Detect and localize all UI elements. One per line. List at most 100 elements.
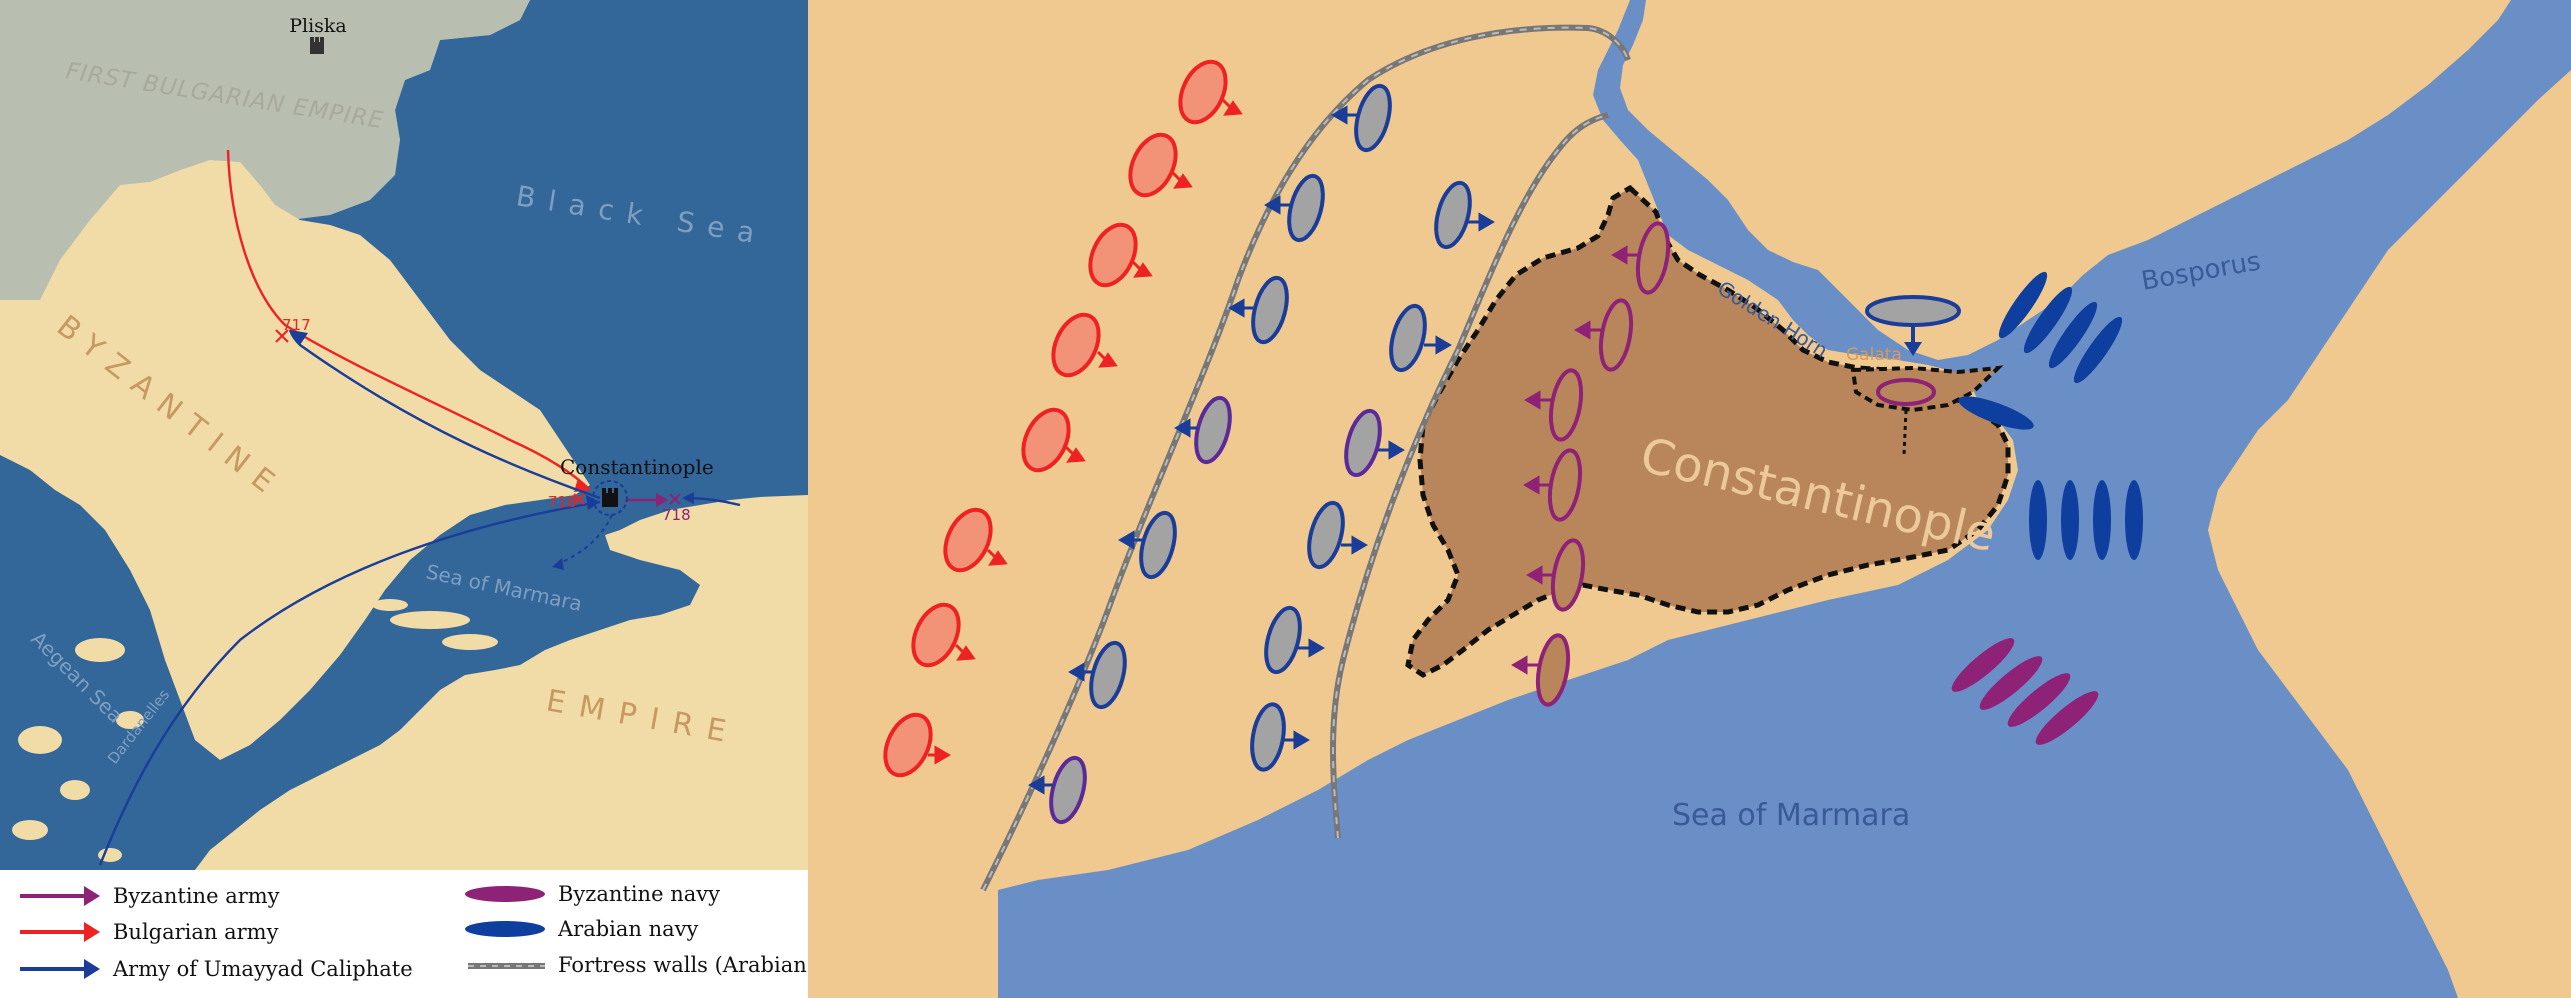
legend-item-bulgarian-army: Bulgarian army (20, 920, 279, 944)
umayyad-army-unit (1307, 500, 1345, 570)
umayyad-army-unit (1434, 180, 1472, 250)
fortress-wall-outer-dash (982, 26, 1629, 891)
umayyad-army-unit (1354, 83, 1392, 153)
bulgarian-army-unit (1178, 59, 1228, 125)
byzantine-army-unit (1548, 368, 1584, 442)
bulgarian-army-unit (943, 507, 993, 573)
svg-text:Byzantine navy: Byzantine navy (558, 882, 720, 906)
regional-map: Pliska FIRST BULGARIAN EMPIRE Black Sea … (0, 0, 808, 998)
byzantine-army-unit (1635, 221, 1671, 295)
bulgarian-army-units (883, 59, 1228, 778)
byzantine-navy-ship (2035, 691, 2099, 745)
aegean-island (12, 820, 48, 840)
aegean-island (60, 780, 90, 800)
bulgarian-army-route (226, 149, 591, 491)
umayyad-army-route-north (288, 329, 601, 500)
umayyad-army-arrowhead-south (586, 495, 600, 510)
byzantine-arrows (1511, 245, 1638, 675)
bulgarian-army-unit (1128, 132, 1178, 198)
bulgarian-army-unit (883, 712, 933, 778)
byzantine-army-unit (1535, 633, 1571, 707)
arabian-navy-ship (2073, 316, 2123, 384)
bulgarian-army-arrowhead (574, 478, 590, 492)
arabian-navy-ship (2023, 286, 2073, 354)
fortress-icon (602, 488, 618, 507)
umayyad-army-unit (1194, 395, 1232, 465)
arabian-navy-ships (1958, 271, 2143, 560)
byzantine-army-units (1535, 221, 1671, 707)
thrace-land (0, 160, 590, 760)
fortress-wall-inner-dash (1332, 114, 1609, 839)
umayyad-army-units (1049, 83, 1472, 825)
svg-text:Fortress walls (Arabian): Fortress walls (Arabian) (558, 953, 808, 977)
arabian-navy-ship (1958, 396, 2034, 430)
bulgarian-land-upper (0, 0, 530, 300)
siege-detail-svg: Constantinople Golden Horn Galata Bospor… (808, 0, 2571, 998)
bulgarian-army-unit (911, 602, 961, 668)
galata-byzantine-unit (1876, 378, 1936, 406)
umayyad-army-unit (1049, 755, 1087, 825)
umayyad-army-arrowhead (290, 330, 308, 345)
aegean-island (18, 726, 62, 754)
umayyad-army-unit (1344, 408, 1382, 478)
legend-item-fortress-walls: Fortress walls (Arabian) (468, 953, 808, 977)
aegean-island (98, 848, 122, 862)
arabian-navy-ship (2125, 480, 2143, 560)
constantinople-label: Constantinople (560, 455, 714, 479)
galata-label: Galata (1846, 345, 1902, 365)
battle-cross-icon (275, 329, 289, 343)
anatolia-land (195, 495, 808, 870)
byzantine-navy-ships (1951, 638, 2099, 745)
byzantine-navy-ship (1951, 638, 2015, 692)
arabian-navy-ship (2093, 480, 2111, 560)
marmara-island (372, 599, 408, 611)
legend-item-byzantine-navy: Byzantine navy (465, 882, 720, 906)
umayyad-army-unit (1389, 303, 1427, 373)
siege-ring (592, 480, 628, 516)
aegean-island (116, 711, 144, 729)
marmara-island (442, 634, 498, 650)
aegean-island (75, 638, 125, 662)
umayyad-army-unit (1264, 605, 1302, 675)
byzantine-army-unit (1550, 538, 1586, 612)
battle-cross-icon (573, 493, 585, 505)
bulgarian-arrows (928, 98, 1243, 765)
sea-of-marmara-detail-label: Sea of Marmara (1672, 798, 1910, 833)
byzantine-navy-ship (2007, 673, 2071, 727)
legend-item-umayyad-army: Army of Umayyad Caliphate (20, 957, 413, 981)
bulgarian-army-unit (1021, 407, 1071, 473)
byzantine-army-unit (1547, 448, 1583, 522)
umayyad-arrows (1028, 105, 1495, 795)
arabian-navy-ship (2061, 480, 2079, 560)
svg-text:Arabian navy: Arabian navy (557, 917, 699, 941)
svg-text:Byzantine army: Byzantine army (113, 884, 280, 908)
year-718-bulgar-label: 718 (548, 493, 577, 511)
battle-cross-icon (669, 493, 681, 505)
galata-umayyad-unit (1865, 295, 1961, 327)
bulgarian-army-unit (1088, 222, 1138, 288)
svg-text:Bulgarian army: Bulgarian army (113, 920, 279, 944)
marmara-island (390, 611, 470, 629)
byzantine-army-unit (1598, 298, 1634, 372)
arabian-navy-ship (1998, 271, 2048, 339)
legend-item-byzantine-army: Byzantine army (20, 884, 280, 908)
umayyad-army-route-south (98, 500, 601, 866)
byzantine-army-arrowhead (656, 493, 668, 507)
umayyad-army-unit (1250, 702, 1286, 772)
umayyad-army-unit (1089, 640, 1127, 710)
bulgarian-army-unit (1051, 312, 1101, 378)
svg-text:Army of Umayyad Caliphate: Army of Umayyad Caliphate (112, 957, 413, 981)
galata-arrowhead (1904, 342, 1922, 356)
umayyad-arrowhead-east (682, 492, 694, 504)
year-717-label: 717 (282, 316, 311, 334)
year-718-byzantine-label: 718 (662, 506, 691, 524)
arabian-navy-ship (2048, 301, 2098, 369)
legend-box (0, 870, 808, 998)
retreat-arrowhead (552, 558, 564, 570)
byzantine-navy-ship (1979, 656, 2043, 710)
sea-of-marmara-water (998, 0, 2571, 998)
umayyad-army-unit (1139, 510, 1177, 580)
pliska-fortress-icon (310, 37, 324, 54)
pliska-label: Pliska (289, 15, 347, 37)
regional-map-svg: Pliska FIRST BULGARIAN EMPIRE Black Sea … (0, 0, 808, 998)
